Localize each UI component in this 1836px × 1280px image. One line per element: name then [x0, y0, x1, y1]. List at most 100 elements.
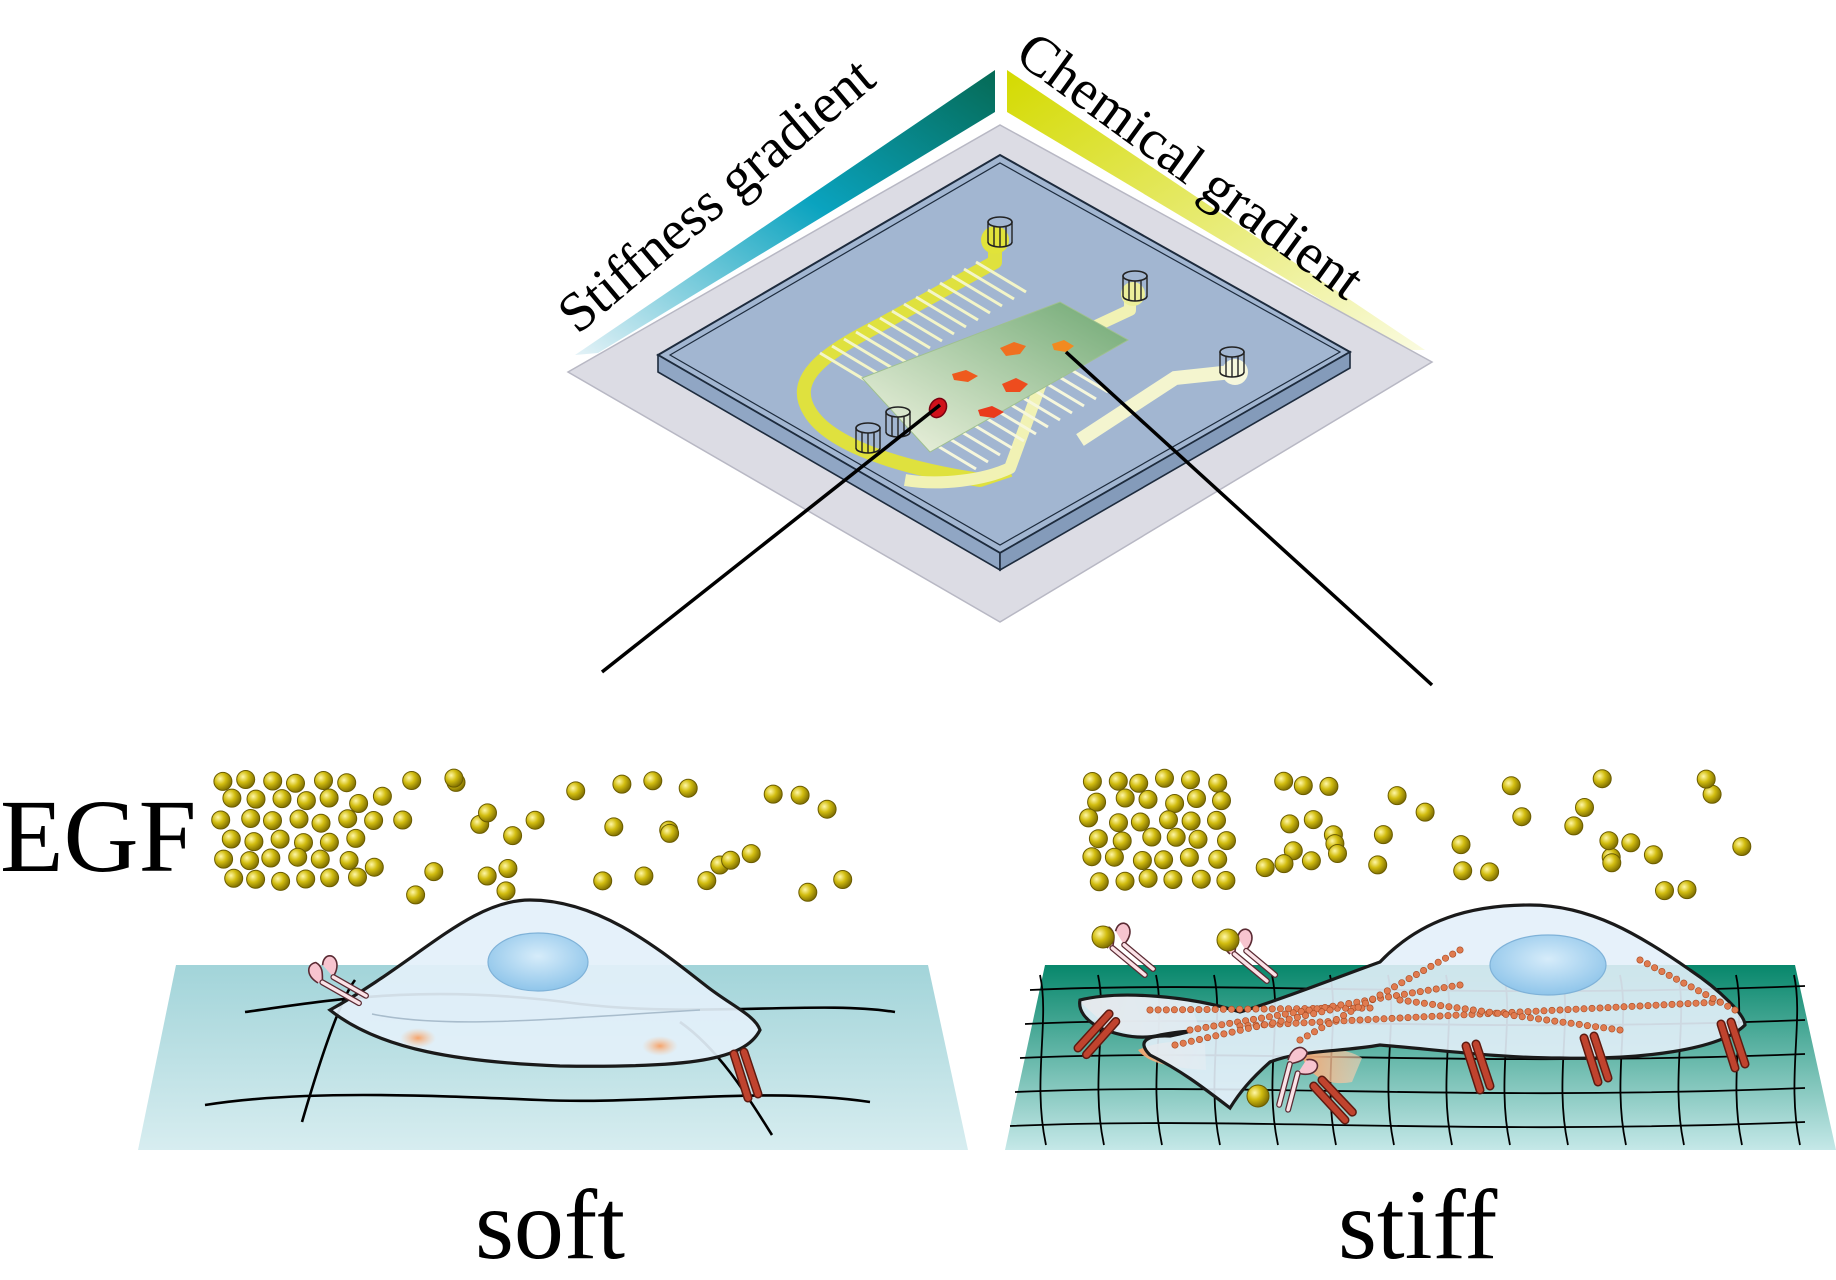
actin-bead [1453, 1004, 1461, 1012]
actin-bead [1398, 979, 1406, 987]
actin-bead [1332, 1015, 1340, 1023]
egf-particle [272, 789, 292, 809]
egf-particle [678, 778, 698, 798]
actin-bead [1265, 1013, 1273, 1021]
actin-bead [1592, 1023, 1600, 1031]
ecm-fibre [1014, 1087, 1806, 1095]
actin-bead [1404, 997, 1412, 1005]
egf-particle [1159, 810, 1178, 830]
egf-particle [311, 813, 331, 833]
actin-bead [1345, 999, 1353, 1007]
actin-bead [1658, 967, 1666, 975]
actin-bead [1680, 979, 1688, 987]
egf-particle [246, 869, 266, 889]
actin-bead [1179, 1039, 1187, 1047]
egf-particle [634, 866, 654, 886]
egf-particle [263, 771, 283, 791]
egf-particle [337, 773, 357, 793]
egf-particle [1592, 769, 1612, 789]
egf-particle [1188, 829, 1208, 849]
actin-bead [1588, 1004, 1596, 1012]
actin-bead [1318, 1024, 1326, 1032]
ecm-fibre [1009, 1121, 1806, 1129]
actin-bead [1311, 1028, 1319, 1036]
egf-label: EGF [0, 779, 197, 894]
egf-particle [236, 770, 256, 789]
egf-particle [1132, 851, 1152, 870]
egf-particle [372, 786, 392, 806]
egf-particle [817, 799, 837, 819]
egf-particle [286, 773, 305, 793]
actin-bead [1253, 1023, 1261, 1031]
actin-bead [1196, 1036, 1204, 1044]
egf-particle [270, 829, 290, 849]
actin-bead [1608, 1025, 1616, 1033]
egf-particle [402, 771, 422, 790]
egf-particle [721, 850, 741, 870]
egf-particle [310, 849, 330, 869]
egf-particle [224, 868, 244, 888]
nucleus [487, 932, 589, 992]
egf-particle [261, 848, 281, 868]
actin-bead [1186, 1026, 1194, 1034]
actin-bead [1668, 1000, 1676, 1008]
actin-bead [1420, 1013, 1428, 1021]
egf-particle [364, 811, 384, 830]
actin-bead [1424, 986, 1432, 994]
actin-bead [1179, 1006, 1187, 1014]
actin-bead [1244, 1024, 1252, 1032]
actin-bead [1564, 1006, 1572, 1014]
actin-stress-fibres [1146, 946, 1739, 1049]
egf-particle [1166, 827, 1186, 847]
actin-bead [1486, 1008, 1494, 1016]
actin-bead [1583, 1022, 1591, 1030]
actin-bead [1220, 1030, 1228, 1038]
egf-particle [1088, 829, 1108, 849]
focal-adhesion [400, 1028, 436, 1048]
egf-particle [498, 859, 518, 878]
ecm-fibre [1019, 1053, 1806, 1061]
actin-bead [1162, 1006, 1170, 1014]
actin-bead [1354, 1003, 1362, 1011]
egf-particle [1142, 827, 1162, 847]
actin-bead [1559, 1018, 1567, 1026]
actin-bead [1269, 1019, 1277, 1027]
actin-bead [1293, 1013, 1301, 1021]
actin-bead [1478, 1007, 1486, 1015]
actin-bead [1676, 1000, 1684, 1008]
egf-particle [833, 870, 853, 889]
egf-particles-left [211, 768, 853, 905]
egf-particle [1181, 770, 1200, 790]
egf-particle [244, 832, 264, 852]
actin-bead [1218, 1021, 1226, 1029]
egf-particle [338, 809, 358, 829]
actin-bead [1636, 956, 1644, 964]
soft-label: soft [475, 1169, 625, 1280]
egf-particle [214, 849, 234, 869]
actin-bead [1297, 1007, 1305, 1015]
actin-bead [1285, 1005, 1293, 1013]
egf-particle [1154, 850, 1174, 870]
focal-adhesion [642, 1036, 678, 1056]
actin-bead [1469, 1006, 1477, 1014]
egf-particle [1187, 789, 1206, 808]
egf-particle [763, 784, 783, 804]
egf-particle [1368, 855, 1388, 875]
egf-particle [1208, 773, 1228, 793]
actin-bead [1203, 1005, 1211, 1013]
actin-bead [1524, 1008, 1532, 1016]
egf-particle [1480, 862, 1500, 882]
actin-bead [1526, 1014, 1534, 1022]
actin-bead [1556, 1006, 1564, 1014]
soft-panel [138, 898, 968, 1150]
egf-particle [314, 771, 333, 790]
actin-bead [1250, 1015, 1258, 1023]
stiff-label: stiff [1338, 1169, 1498, 1280]
actin-bead [1616, 1026, 1624, 1034]
actin-bead [1281, 1010, 1289, 1018]
actin-bead [1412, 998, 1420, 1006]
egf-particle [319, 788, 339, 808]
actin-bead [1226, 1019, 1234, 1027]
egf-particle [222, 788, 242, 808]
egf-particle [296, 791, 316, 811]
